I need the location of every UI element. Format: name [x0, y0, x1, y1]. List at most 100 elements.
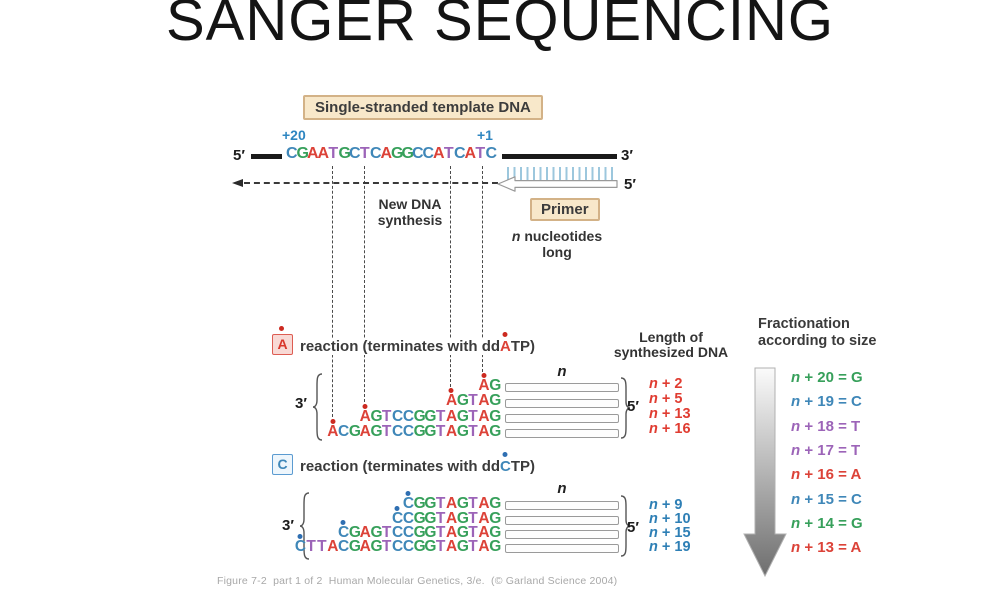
nucleotide-G: G [489, 377, 502, 394]
nucleotide-T: T [381, 524, 392, 541]
nucleotide-G: G [413, 495, 426, 512]
nucleotide-A: A [380, 145, 393, 162]
a-reaction-box: A [272, 334, 293, 355]
nucleotide-G: G [424, 495, 437, 512]
nucleotide-T: T [381, 538, 392, 555]
nucleotide-C: C [402, 510, 415, 527]
nucleotide-G: G [348, 538, 361, 555]
nucleotide-G: G [413, 538, 426, 555]
template-three-prime-label: 3′ [621, 147, 633, 164]
template-five-prime-label: 5′ [233, 147, 245, 164]
nucleotide-G: G [413, 510, 426, 527]
nucleotide-T: T [435, 524, 446, 541]
nucleotide-A: A [478, 423, 490, 440]
nucleotide-A: A [478, 408, 490, 425]
nucleotide-T: T [317, 538, 327, 555]
nucleotide-A: A [359, 524, 371, 541]
nucleotide-A: A [327, 423, 339, 440]
nucleotide-C: C [402, 423, 415, 440]
nucleotide-G: G [348, 524, 361, 541]
a-reaction-label: reaction (terminates with ddATP) [297, 338, 539, 355]
nucleotide-G: G [424, 538, 437, 555]
nucleotide-G: G [489, 392, 502, 409]
nucleotide-G: G [370, 423, 383, 440]
a-primer-rect-4 [505, 429, 619, 438]
nucleotide-C: C [338, 538, 350, 555]
nucleotide-C: C [392, 423, 404, 440]
nucleotide-C: C [286, 145, 298, 162]
nucleotide-T: T [435, 423, 446, 440]
primer-length-label: n nucleotides long [511, 228, 603, 260]
template-bar-right [502, 154, 617, 159]
nucleotide-T: T [328, 145, 339, 162]
nucleotide-G: G [456, 423, 469, 440]
fractionation-header: Fractionation according to size [758, 316, 877, 349]
nucleotide-G: G [489, 538, 502, 555]
nucleotide-G: G [456, 408, 469, 425]
nucleotide-T: T [468, 495, 478, 512]
nucleotide-C: C [392, 408, 404, 425]
nucleotide-A: A [478, 495, 490, 512]
nucleotide-G: G [401, 145, 414, 162]
ddctp-letter: C [500, 458, 511, 475]
nucleotide-G: G [424, 423, 437, 440]
nucleotide-A: A [359, 538, 371, 555]
nucleotide-G: G [456, 524, 469, 541]
fractionation-item-4: n + 17 = T [791, 442, 861, 459]
nucleotide-G: G [370, 408, 383, 425]
synthesis-arrow-head [232, 179, 243, 187]
nucleotide-G: G [348, 423, 361, 440]
a-length-3: n + 13 [649, 406, 691, 422]
nucleotide-G: G [489, 524, 502, 541]
a-primer-rect-1 [505, 383, 619, 392]
nucleotide-C: C [422, 145, 435, 162]
nucleotide-A: A [359, 408, 371, 425]
nucleotide-T: T [435, 538, 446, 555]
nucleotide-T: T [435, 408, 446, 425]
nucleotide-G: G [489, 408, 502, 425]
nucleotide-G: G [424, 510, 437, 527]
c-primer-n-label: n [557, 480, 567, 497]
a-length-1: n + 2 [649, 376, 683, 392]
nucleotide-A: A [327, 538, 339, 555]
nucleotide-T: T [475, 145, 486, 162]
template-dna-label: Single-stranded template DNA [303, 95, 543, 120]
guide-line-1 [332, 166, 333, 417]
nucleotide-T: T [468, 423, 478, 440]
nucleotide-T: T [381, 408, 392, 425]
nucleotide-T: T [468, 524, 478, 541]
nucleotide-A: A [317, 145, 330, 162]
position-label-plus20: +20 [282, 127, 306, 143]
nucleotide-G: G [424, 524, 437, 541]
nucleotide-G: G [391, 145, 404, 162]
a-primer-n-label: n [557, 363, 567, 380]
fractionation-item-6: n + 15 = C [791, 491, 862, 508]
c-length-2: n + 10 [649, 511, 691, 527]
guide-line-4 [482, 166, 483, 372]
nucleotide-T: T [468, 392, 478, 409]
c-primer-rect-4 [505, 544, 619, 553]
c-five-prime-label: 5′ [627, 519, 639, 536]
nucleotide-A: A [478, 392, 490, 409]
primer-five-prime-label: 5′ [624, 176, 636, 193]
fractionation-item-5: n + 16 = A [791, 466, 862, 483]
fractionation-item-3: n + 18 = T [791, 418, 861, 435]
nucleotide-T: T [359, 145, 370, 162]
nucleotide-T: T [468, 408, 478, 425]
nucleotide-A: A [478, 377, 490, 394]
new-dna-synthesis-label: New DNA synthesis [377, 196, 443, 228]
nucleotide-G: G [489, 495, 502, 512]
nucleotide-C: C [454, 145, 466, 162]
nucleotide-T: T [435, 510, 446, 527]
c-length-4: n + 19 [649, 539, 691, 555]
a-length-4: n + 16 [649, 421, 691, 437]
nucleotide-T: T [435, 495, 446, 512]
nucleotide-G: G [338, 145, 351, 162]
nucleotide-G: G [489, 423, 502, 440]
c-reaction-box: C [272, 454, 293, 475]
